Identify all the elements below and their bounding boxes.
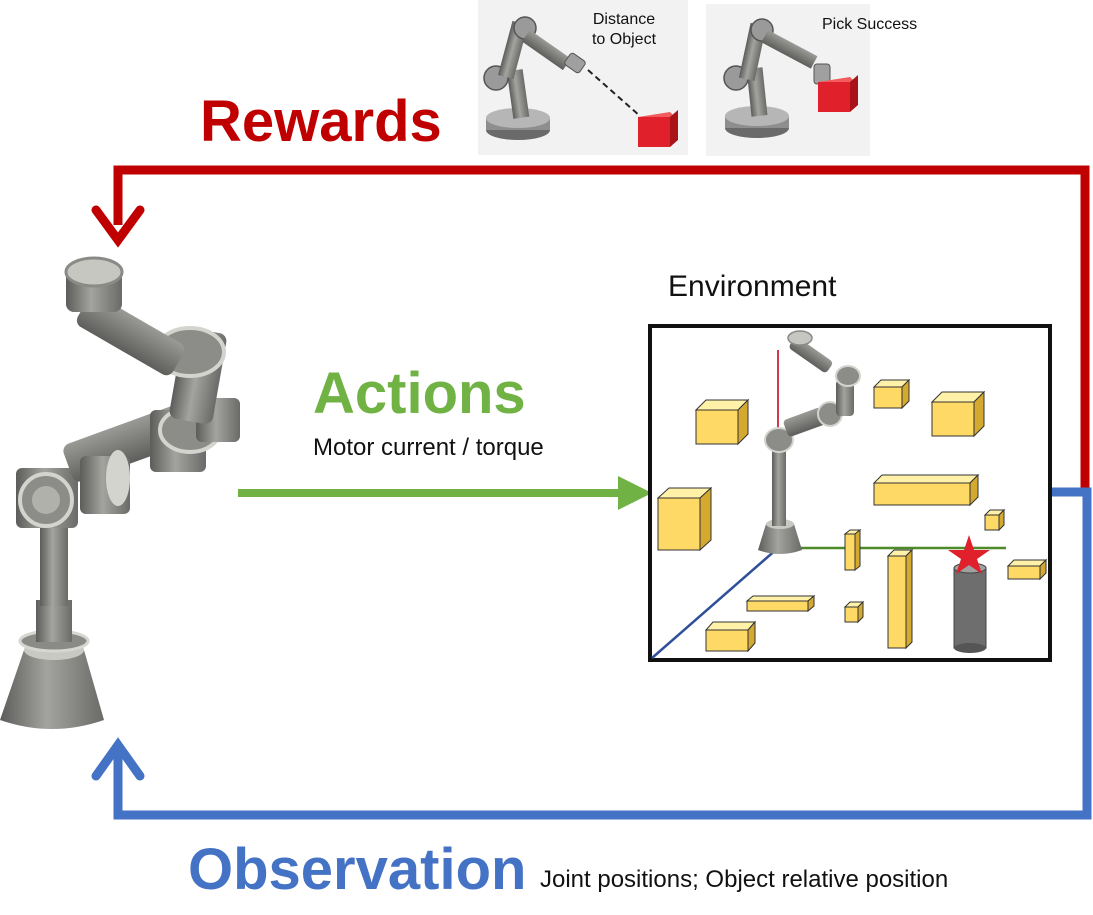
object-box [694,398,750,446]
object-box [930,390,986,438]
environment-robot [758,330,861,554]
pick-success-thumbnail [706,4,870,156]
distance-to-object-label: Distance to Object [591,11,657,48]
object-box [886,548,914,650]
observation-loop [91,487,1092,820]
observation-title: Observation [188,837,527,902]
observation-arrowhead [91,737,145,781]
object-box [745,594,816,613]
reward-loop [91,165,1090,490]
observation-subtitle: Joint positions; Object relative positio… [540,866,949,893]
action-arrow [238,476,652,510]
star-icon [948,535,990,574]
actions-subtitle: Motor current / torque [313,434,544,461]
object-box [1006,558,1048,581]
object-box [704,620,757,653]
object-box [843,600,865,624]
object-box [843,528,862,572]
environment-objects [656,378,1048,653]
axis-x [651,547,779,659]
environment-label: Environment [668,270,837,303]
target-pedestal [953,562,987,653]
reward-arrowhead [91,205,145,248]
distance-reward-thumbnail [478,0,688,155]
object-box [872,473,980,507]
object-box [656,486,713,552]
pick-success-label: Pick Success [822,16,918,33]
object-box [983,508,1006,532]
object-box [872,378,911,410]
robot-arm-icon [0,256,240,729]
actions-title: Actions [313,361,526,426]
environment-scene [648,324,1052,662]
rewards-title: Rewards [200,89,442,154]
